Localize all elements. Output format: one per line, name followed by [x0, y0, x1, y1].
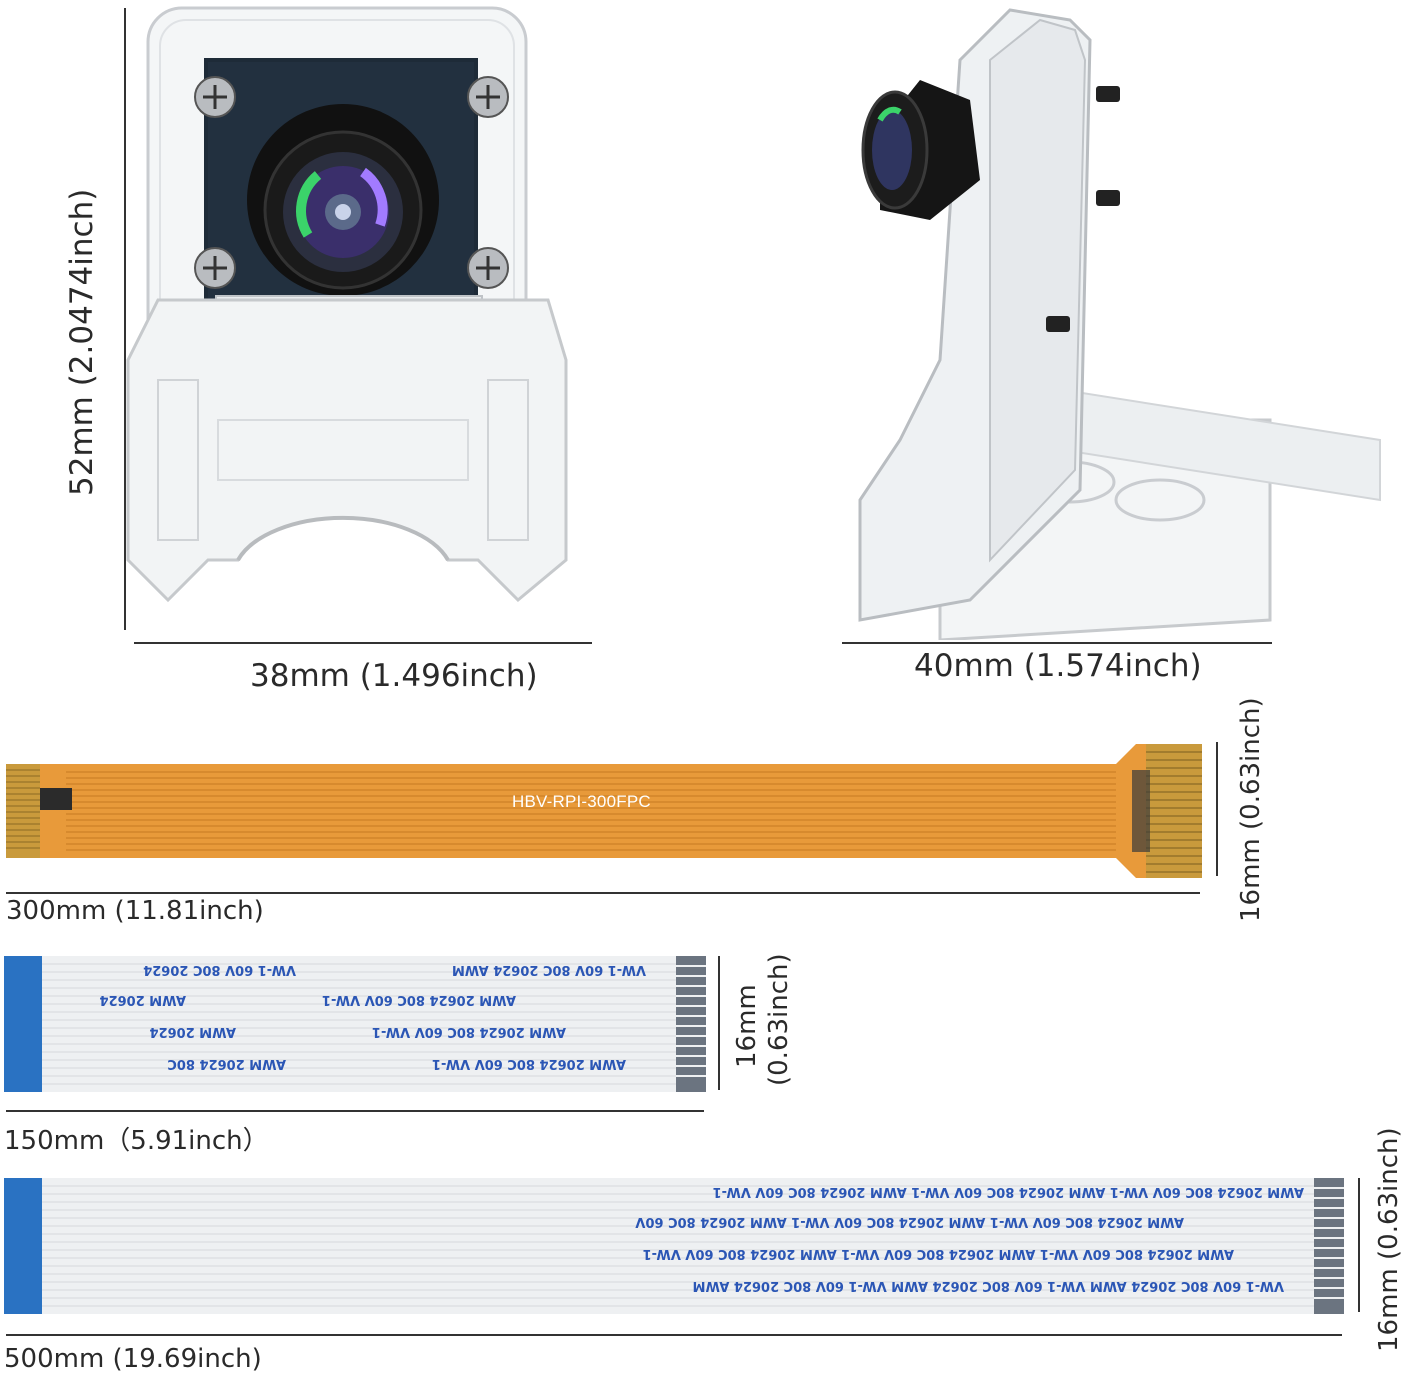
ffc-150-print-row-1: AWM 20624 80C 60V VW-1 [432, 1056, 626, 1071]
ffc-150-width-label-line2: (0.63inch) [764, 953, 794, 1086]
ffc-500-print-row-3: AWM 20624 80C 60V VW-1 AWM 20624 80C 60V… [635, 1214, 1184, 1229]
side-width-dimension-line [842, 642, 1272, 644]
ffc-500-width-label: 16mm (0.63inch) [1374, 1127, 1404, 1352]
ffc-150-print-row-4: VW-1 60V 80C 20624 AWM [452, 962, 646, 977]
ffc-cable-150mm: AWM 20624 80C 60V VW-1 AWM 20624 80C AWM… [4, 956, 706, 1092]
front-height-dimension-line [124, 8, 126, 630]
front-height-label: 52mm (2.0474inch) [64, 188, 100, 496]
ffc-500-drawing: VW-1 60V 80C 20624 AWM VW-1 60V 80C 2062… [4, 1178, 1344, 1314]
camera-case-front-drawing [126, 6, 568, 603]
ffc-150-print-row-2: AWM 20624 80C 60V VW-1 [372, 1024, 566, 1039]
ffc-150-width-dimension-line [718, 956, 720, 1090]
ffc-500-print-row-4: AWM 20624 80C 60V VW-1 AWM 20624 80C 60V… [713, 1184, 1304, 1199]
fpc-length-dimension-line [6, 892, 1200, 894]
ffc-500-print-row-2: AWM 20624 80C 60V VW-1 AWM 20624 80C 60V… [643, 1246, 1234, 1261]
fpc-cable-drawing [6, 744, 1202, 878]
ffc-150-width-label-line1: 16mm [732, 984, 762, 1068]
ffc-500-length-dimension-line [6, 1334, 1342, 1336]
ffc-500-width-dimension-line [1358, 1178, 1360, 1312]
ffc-150-print-row-1b: AWM 20624 80C [167, 1056, 286, 1071]
fpc-width-label: 16mm (0.63inch) [1236, 697, 1266, 922]
front-width-label: 38mm (1.496inch) [250, 658, 538, 694]
ffc-150-length-label: 150mm（5.91inch） [4, 1126, 269, 1156]
ffc-cable-500mm: VW-1 60V 80C 20624 AWM VW-1 60V 80C 2062… [4, 1178, 1344, 1314]
camera-case-side-drawing [858, 8, 1381, 642]
ffc-500-length-label: 500mm (19.69inch) [4, 1344, 262, 1374]
ffc-150-print-row-4b: VW-1 60V 80C 20624 [143, 962, 296, 977]
fpc-cable-300mm: HBV-RPI-300FPC [6, 742, 1202, 880]
fpc-width-dimension-line [1216, 742, 1218, 876]
ffc-150-print-row-3b: AWM 20624 [99, 992, 186, 1007]
ffc-150-drawing: AWM 20624 80C 60V VW-1 AWM 20624 80C AWM… [4, 956, 706, 1092]
fpc-model-label: HBV-RPI-300FPC [512, 792, 651, 811]
fpc-length-label: 300mm (11.81inch) [6, 896, 264, 926]
ffc-500-print-row-1: VW-1 60V 80C 20624 AWM VW-1 60V 80C 2062… [693, 1278, 1284, 1293]
side-width-label: 40mm (1.574inch) [914, 648, 1202, 684]
ffc-150-length-dimension-line [6, 1110, 704, 1112]
ffc-150-print-row-2b: AWM 20624 [149, 1024, 236, 1039]
front-width-dimension-line [134, 642, 592, 644]
side-view-camera-illustration [840, 0, 1400, 642]
front-view-camera-illustration [118, 0, 588, 640]
ffc-150-print-row-3: AWM 20624 80C 60V VW-1 [322, 992, 516, 1007]
